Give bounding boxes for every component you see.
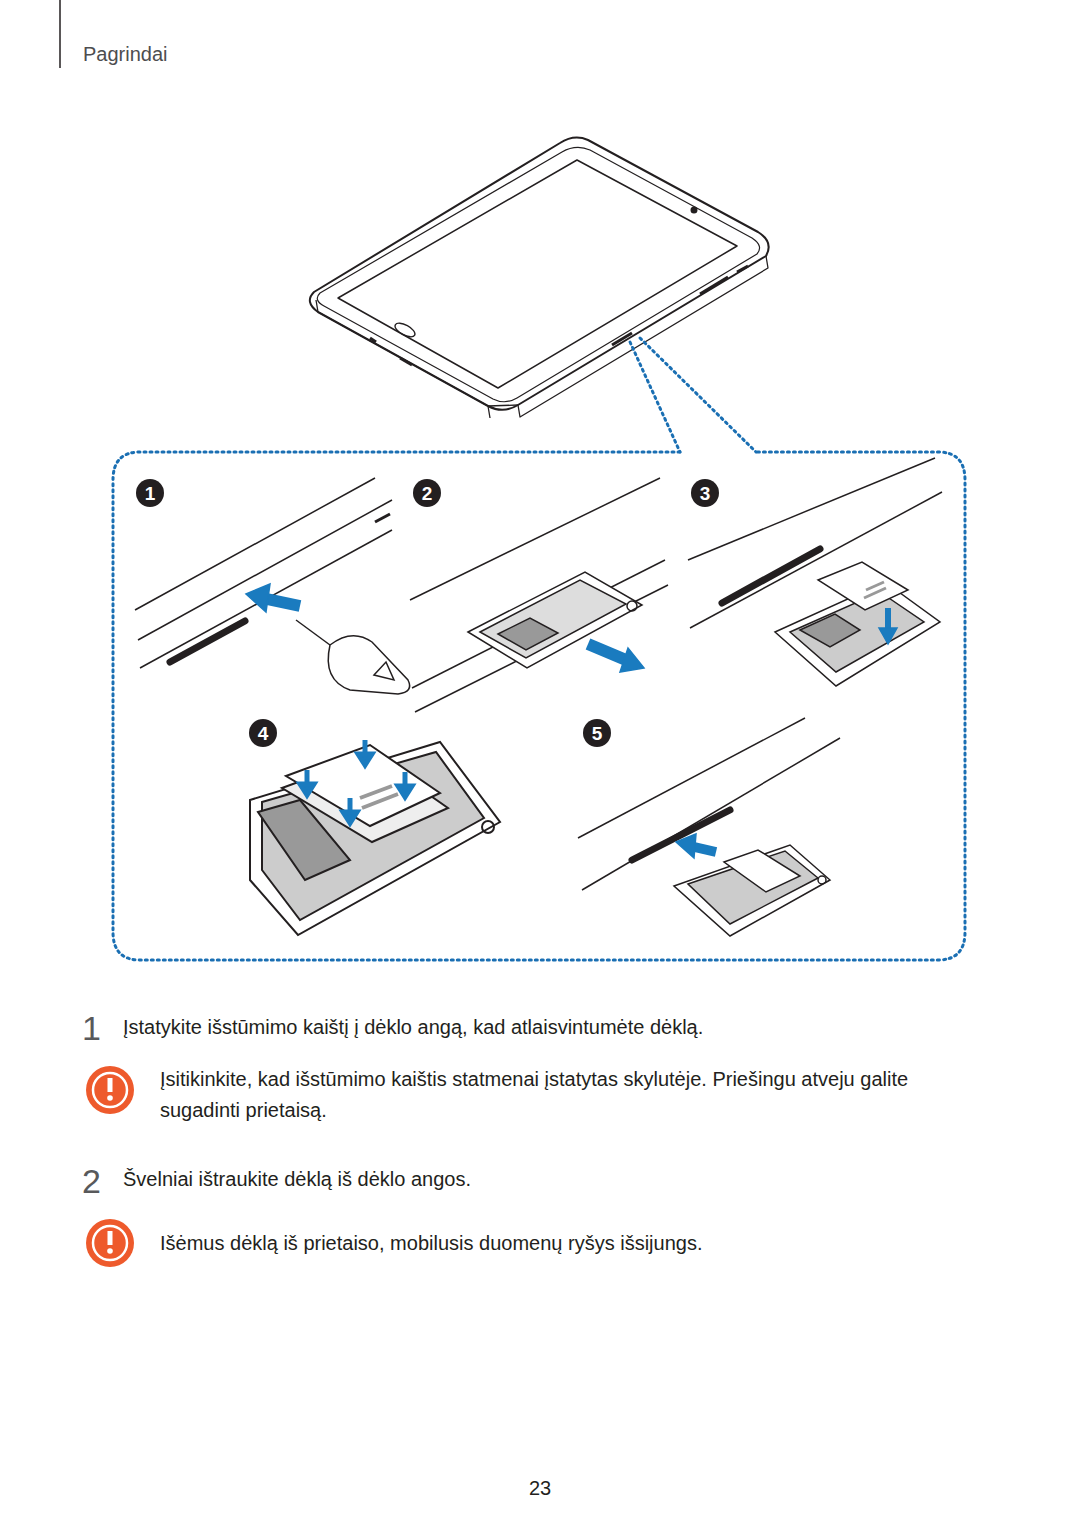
- page-number: 23: [500, 1476, 580, 1500]
- callout-number: 1: [145, 484, 156, 503]
- callout-number: 5: [592, 724, 603, 743]
- tablet-drawing: [310, 138, 769, 418]
- step-text: Įstatykite išstūmimo kaištį į dėklo angą…: [123, 1015, 1023, 1039]
- step-3-drawing: [688, 458, 942, 686]
- step-text: Švelniai ištraukite dėklą iš dėklo angos…: [123, 1167, 1023, 1191]
- step-5-drawing: [578, 718, 840, 936]
- warning-text: Įsitikinkite, kad išstūmimo kaištis stat…: [160, 1064, 990, 1126]
- callout-number: 2: [422, 484, 433, 503]
- callout-number: 3: [700, 484, 711, 503]
- callout-frame: [113, 338, 965, 960]
- step-number: 2: [82, 1161, 112, 1202]
- step-badge: 1: [136, 479, 164, 507]
- warning-text: Išėmus dėklą iš prietaiso, mobilusis duo…: [160, 1231, 990, 1255]
- section-header: Pagrindai: [83, 42, 383, 66]
- callout-number: 4: [258, 724, 269, 743]
- header-rule: [59, 0, 61, 68]
- step-4-drawing: [250, 740, 500, 935]
- step-badge: 2: [413, 479, 441, 507]
- step-2-drawing: [410, 478, 668, 712]
- step-badge: 5: [583, 719, 611, 747]
- warning-icon: [86, 1066, 134, 1114]
- step-badge: 4: [249, 719, 277, 747]
- warning-icon: [86, 1219, 134, 1267]
- step-1-drawing: [135, 478, 410, 694]
- step-badge: 3: [691, 479, 719, 507]
- step-number: 1: [82, 1008, 112, 1049]
